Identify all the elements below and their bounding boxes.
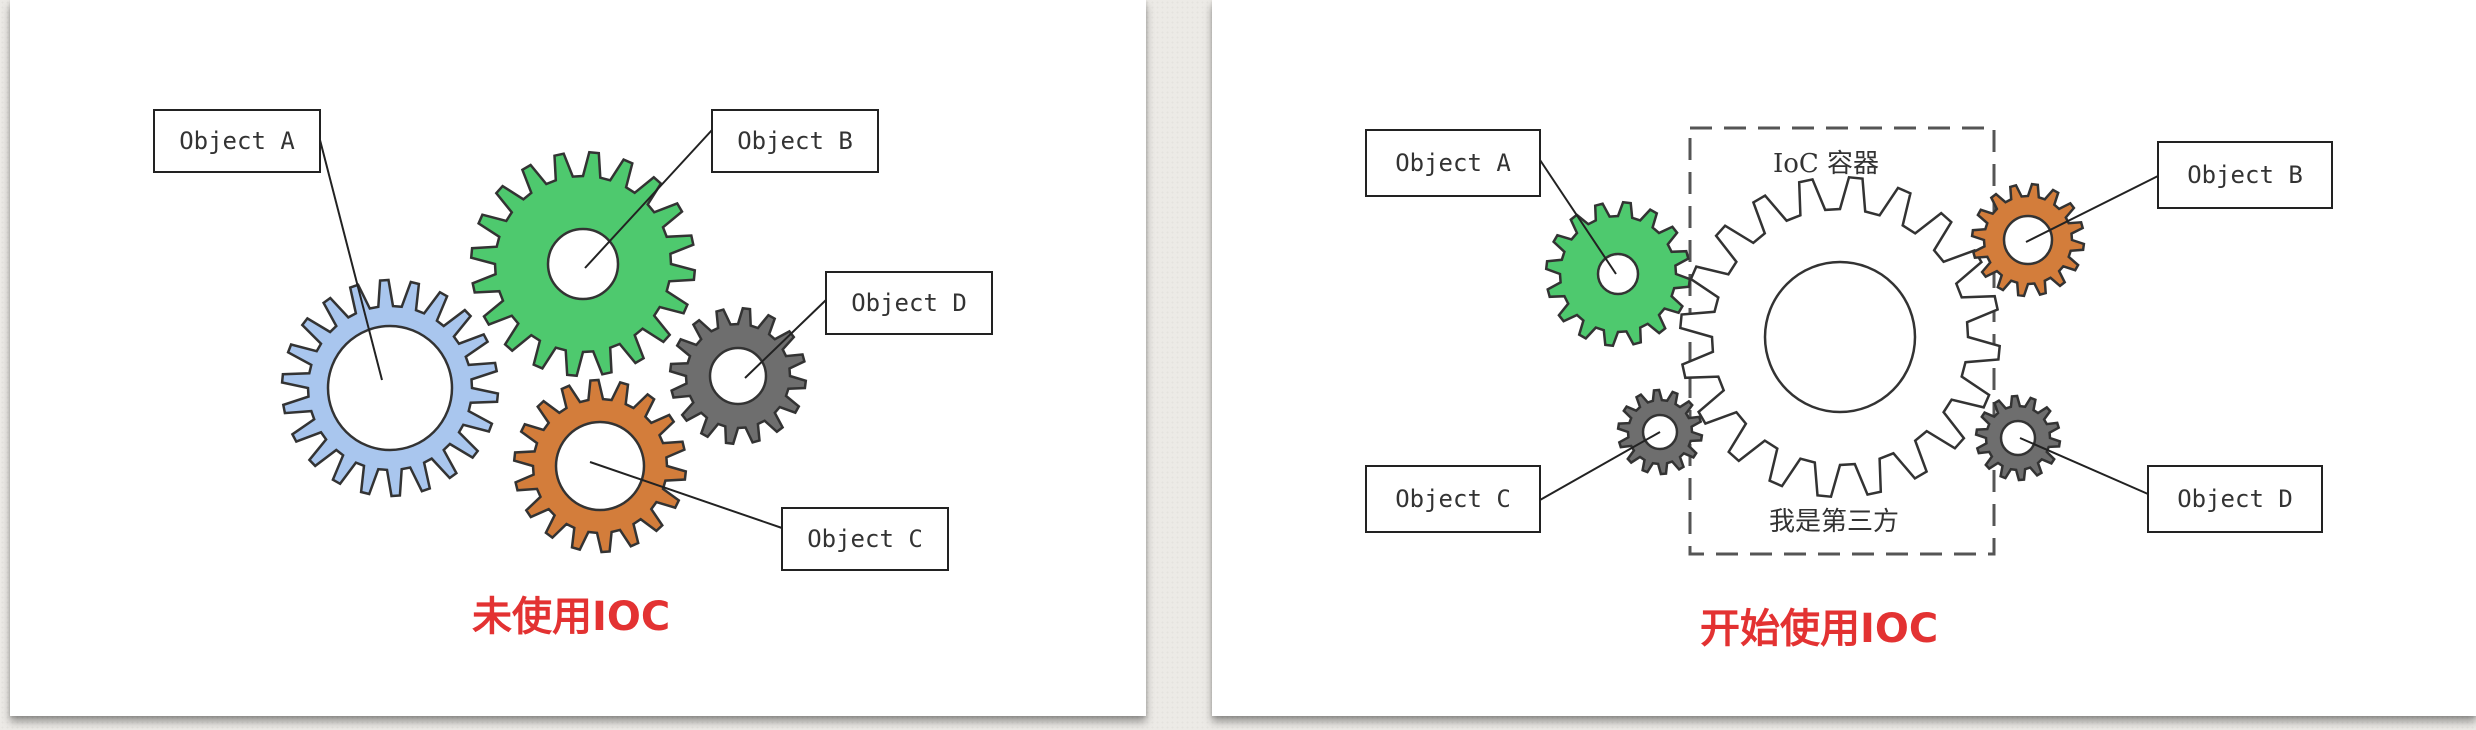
right-diagram-panel: IoC 容器 我是第三方 Object A Object B Object C … (1212, 0, 2476, 716)
caption-with-ioc: 开始使用IOC (1700, 606, 1939, 652)
leader-line-a (319, 139, 383, 381)
gear-object-a-hole (326, 324, 454, 452)
label-box-b (711, 109, 879, 173)
leader-line-a (1539, 159, 1617, 275)
label-object-a: Object A (179, 127, 295, 155)
leader-line-b (2025, 175, 2159, 243)
label-box-d (825, 271, 993, 335)
leader-line-d (744, 299, 827, 379)
label-box-c (781, 507, 949, 571)
gear-object-b-hole (546, 227, 620, 301)
right-gear-diagram: IoC 容器 我是第三方 Object A Object B Object C … (1365, 126, 2333, 556)
caption-without-ioc: 未使用IOC (472, 594, 671, 640)
leader-line-c (1539, 431, 1661, 501)
label-box-a (153, 109, 321, 173)
label-object-c: Object C (1395, 485, 1511, 513)
leader-line-c (589, 461, 783, 529)
gear-object-d-hole (708, 346, 768, 406)
label-object-b: Object B (2187, 161, 2303, 189)
label-box-a (1365, 129, 1541, 197)
label-box-c (1365, 465, 1541, 533)
ioc-container-gear-hole (1763, 260, 1917, 414)
gear-object-d-hole (1999, 419, 2037, 457)
left-gear-diagram: Object A Object B Object D Object C (153, 109, 993, 571)
gear-object-a-hole (1596, 252, 1640, 296)
label-object-a: Object A (1395, 149, 1511, 177)
label-box-b (2157, 141, 2333, 209)
ioc-container-box (1688, 126, 1996, 556)
left-diagram-panel: Object A Object B Object D Object C 未使用I… (10, 0, 1146, 716)
label-object-c: Object C (807, 525, 923, 553)
leader-line-d (2019, 437, 2149, 495)
ioc-container-title: IoC 容器 (1773, 149, 1879, 179)
label-object-d: Object D (2177, 485, 2293, 513)
leader-line-b (584, 129, 713, 269)
label-box-d (2147, 465, 2323, 533)
label-object-d: Object D (851, 289, 967, 317)
label-object-b: Object B (737, 127, 853, 155)
ioc-container-subtitle: 我是第三方 (1769, 507, 1899, 537)
